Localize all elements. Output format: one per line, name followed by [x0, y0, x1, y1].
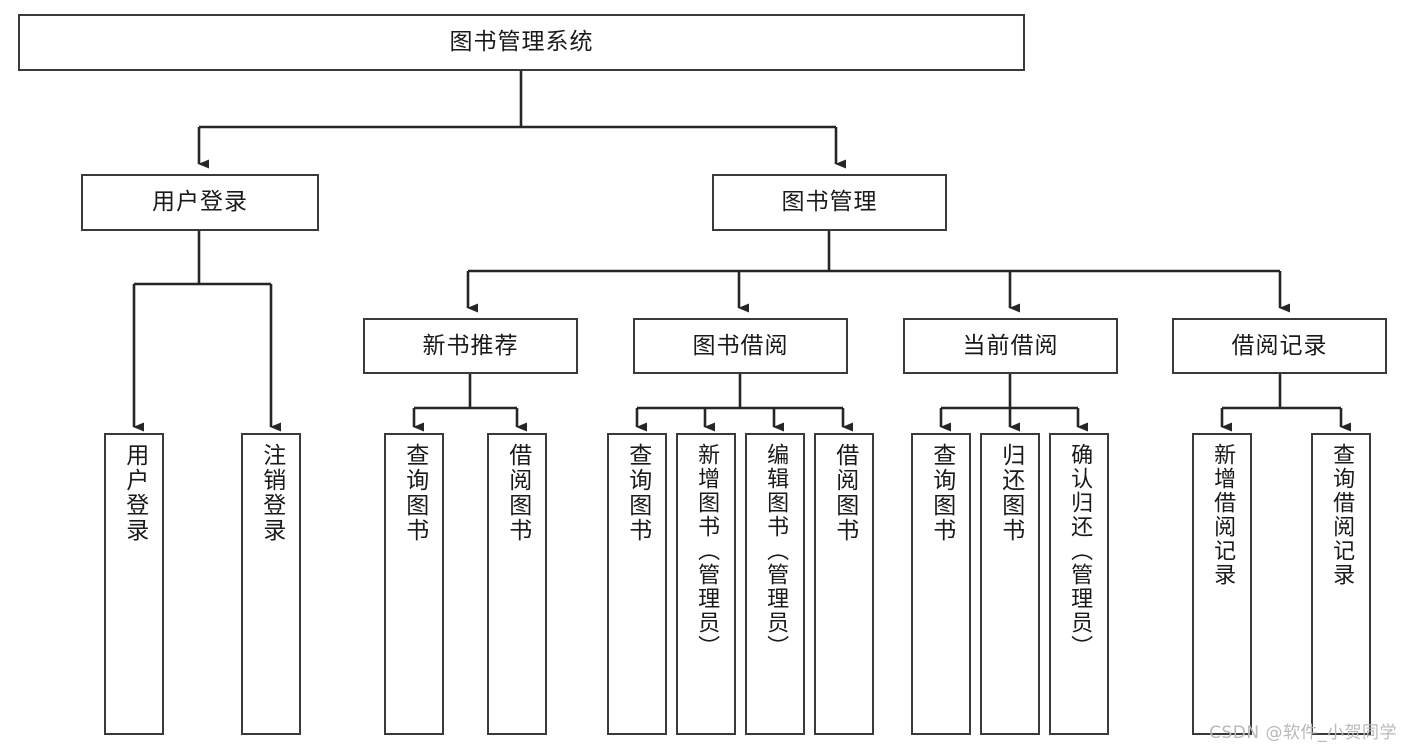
node-leaf-query-book-3-label: 查询图书	[928, 443, 955, 543]
node-leaf-logout-login[interactable]: 注销登录	[241, 433, 301, 735]
node-leaf-return-book-label: 归还图书	[997, 443, 1024, 543]
node-current-borrow[interactable]: 当前借阅	[903, 318, 1118, 374]
node-book-manage[interactable]: 图书管理	[712, 174, 947, 231]
node-leaf-query-record[interactable]: 查询借阅记录	[1311, 433, 1371, 735]
node-book-borrow[interactable]: 图书借阅	[633, 318, 848, 374]
node-leaf-query-book-3[interactable]: 查询图书	[911, 433, 971, 735]
node-leaf-query-record-label: 查询借阅记录	[1329, 443, 1355, 587]
node-leaf-borrow-book-1[interactable]: 借阅图书	[487, 433, 547, 735]
node-leaf-confirm-return[interactable]: 确认归还（管理员）	[1049, 433, 1109, 735]
node-leaf-confirm-return-label: 确认归还（管理员）	[1067, 443, 1093, 659]
node-leaf-query-book-1-label: 查询图书	[401, 443, 428, 543]
node-leaf-add-book-label: 新增图书（管理员）	[694, 443, 720, 659]
node-borrow-record-label: 借阅记录	[1231, 332, 1328, 359]
node-new-book-recommend[interactable]: 新书推荐	[363, 318, 578, 374]
node-leaf-user-login[interactable]: 用户登录	[104, 433, 164, 735]
node-root-label: 图书管理系统	[449, 29, 594, 56]
node-leaf-user-login-label: 用户登录	[121, 443, 148, 543]
node-leaf-borrow-book-2-label: 借阅图书	[831, 443, 858, 543]
node-leaf-borrow-book-2[interactable]: 借阅图书	[814, 433, 874, 735]
node-leaf-query-book-2[interactable]: 查询图书	[607, 433, 667, 735]
node-borrow-record[interactable]: 借阅记录	[1172, 318, 1387, 374]
node-user-login[interactable]: 用户登录	[81, 174, 319, 231]
node-leaf-add-record[interactable]: 新增借阅记录	[1192, 433, 1252, 735]
watermark-text: CSDN @软件_小贺同学	[1209, 723, 1397, 743]
node-leaf-logout-login-label: 注销登录	[258, 443, 285, 543]
node-leaf-return-book[interactable]: 归还图书	[980, 433, 1040, 735]
node-new-book-recommend-label: 新书推荐	[422, 332, 519, 359]
node-leaf-add-book[interactable]: 新增图书（管理员）	[676, 433, 736, 735]
node-leaf-edit-book-label: 编辑图书（管理员）	[763, 443, 789, 659]
node-leaf-query-book-1[interactable]: 查询图书	[384, 433, 444, 735]
node-leaf-borrow-book-1-label: 借阅图书	[504, 443, 531, 543]
node-current-borrow-label: 当前借阅	[962, 332, 1059, 359]
node-user-login-label: 用户登录	[152, 189, 248, 216]
node-book-borrow-label: 图书借阅	[692, 332, 789, 359]
node-leaf-edit-book[interactable]: 编辑图书（管理员）	[745, 433, 805, 735]
node-book-manage-label: 图书管理	[781, 189, 878, 216]
node-root[interactable]: 图书管理系统	[18, 14, 1025, 71]
node-leaf-add-record-label: 新增借阅记录	[1210, 443, 1236, 587]
node-leaf-query-book-2-label: 查询图书	[624, 443, 651, 543]
